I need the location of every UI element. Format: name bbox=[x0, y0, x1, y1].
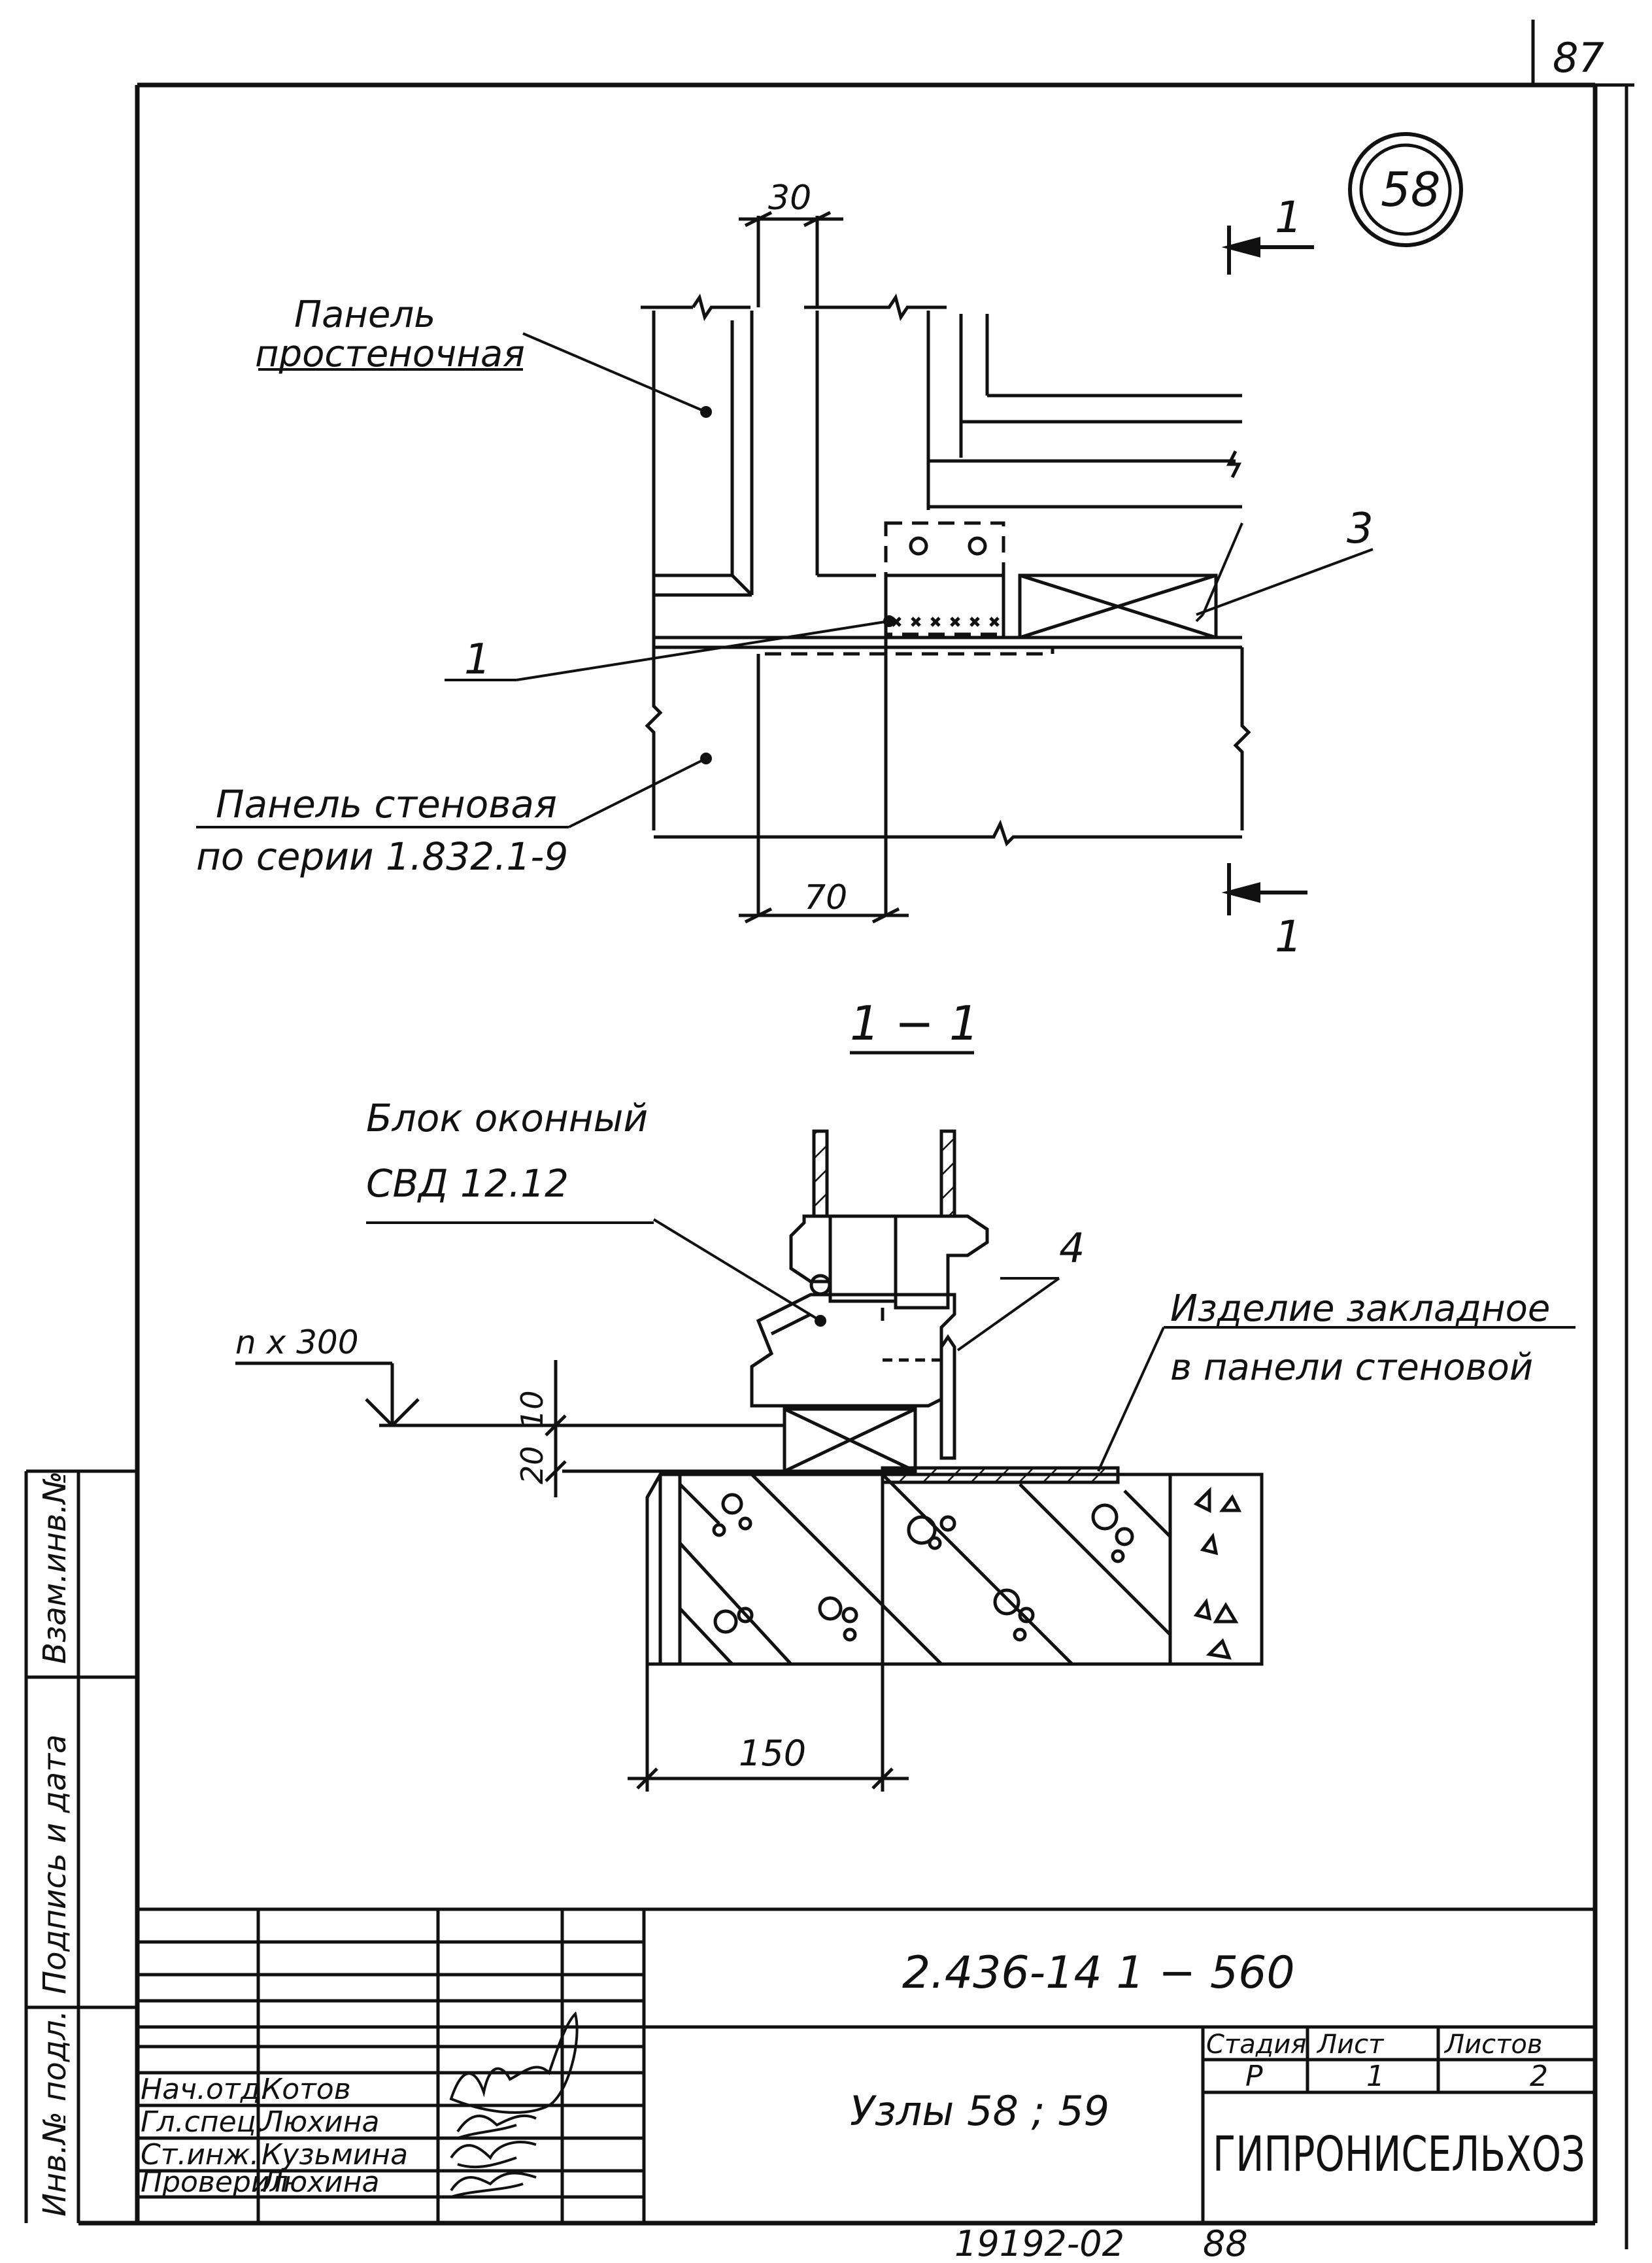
sheets-value: 2 bbox=[1530, 2060, 1548, 2093]
callout-3-label: 3 bbox=[1347, 505, 1374, 553]
role-3: Ст.инж. bbox=[141, 2138, 259, 2171]
sheet-value: 1 bbox=[1366, 2060, 1385, 2093]
next-page-number: 88 bbox=[1203, 2223, 1248, 2263]
sheet-header: Лист bbox=[1316, 2030, 1385, 2060]
signatures bbox=[449, 2011, 579, 2198]
section-mark-top-label: 1 bbox=[1275, 192, 1302, 243]
dim-10: 10 bbox=[514, 1390, 550, 1429]
section-title: 1 − 1 bbox=[850, 996, 979, 1051]
embed-label-1: Изделие закладное bbox=[1170, 1287, 1550, 1330]
dim-bottom: 70 bbox=[804, 878, 847, 917]
role-4: Проверил bbox=[141, 2166, 288, 2199]
plan-leaders bbox=[196, 332, 1374, 828]
name-2: Люхина bbox=[260, 2105, 380, 2139]
side-stamp bbox=[24, 1469, 137, 2223]
pier-panel-label-1: Панель bbox=[294, 294, 435, 336]
sheets-header: Листов bbox=[1443, 2030, 1542, 2060]
callout-4-label: 4 bbox=[1059, 1224, 1085, 1272]
wall-panel-label-2: по серии 1.832.1-9 bbox=[196, 834, 568, 879]
node-marker: 58 bbox=[1348, 132, 1463, 247]
name-4: Люхина bbox=[260, 2166, 380, 2199]
role-2: Гл.спец. bbox=[141, 2105, 265, 2139]
doc-code: 2.436-14 1 − 560 bbox=[902, 1947, 1295, 1999]
organization-name: ГИПРОНИСЕЛЬХОЗ bbox=[1213, 2126, 1585, 2183]
section-leaders bbox=[366, 1218, 1576, 1472]
window-block-label-1: Блок оконный bbox=[366, 1096, 648, 1140]
dim-150: 150 bbox=[739, 1733, 806, 1774]
drawing-title: Узлы 58 ; 59 bbox=[850, 2087, 1109, 2135]
page-number-box bbox=[1531, 20, 1634, 2249]
section-view bbox=[235, 1129, 1264, 1792]
stage-value: Р bbox=[1245, 2060, 1263, 2093]
level-mark-label: n x 300 bbox=[235, 1323, 359, 1361]
node-number: 58 bbox=[1381, 162, 1441, 217]
side-stamp-cell-2: Подпись и дата bbox=[37, 1734, 73, 1994]
wall-panel-label-1: Панель стеновая bbox=[216, 782, 557, 826]
section-mark-top bbox=[1221, 226, 1314, 275]
page-number: 87 bbox=[1553, 34, 1604, 82]
archive-number: 19192-02 bbox=[954, 2223, 1124, 2263]
name-3: Кузьмина bbox=[261, 2138, 408, 2171]
callout-1-label: 1 bbox=[464, 636, 491, 684]
dim-top: 30 bbox=[768, 179, 811, 218]
plan-view bbox=[641, 211, 1251, 924]
stage-header: Стадия bbox=[1206, 2030, 1306, 2060]
sheet-frame bbox=[78, 82, 1598, 2226]
side-stamp-cell-1: Взам.инв.№ bbox=[37, 1471, 73, 1664]
section-mark-bottom bbox=[1221, 863, 1307, 915]
dim-20: 20 bbox=[514, 1446, 550, 1484]
title-block-grid bbox=[137, 1907, 1595, 2223]
embed-label-2: в панели стеновой bbox=[1170, 1346, 1533, 1389]
name-1: Котов bbox=[261, 2073, 351, 2106]
pier-panel-label-2: простеночная bbox=[255, 333, 525, 375]
side-stamp-cell-3: Инв.№ подл. bbox=[37, 2010, 73, 2217]
window-block-label-2: СВД 12.12 bbox=[366, 1161, 569, 1206]
role-1: Нач.отд. bbox=[141, 2073, 269, 2106]
section-mark-bottom-label: 1 bbox=[1275, 911, 1302, 962]
